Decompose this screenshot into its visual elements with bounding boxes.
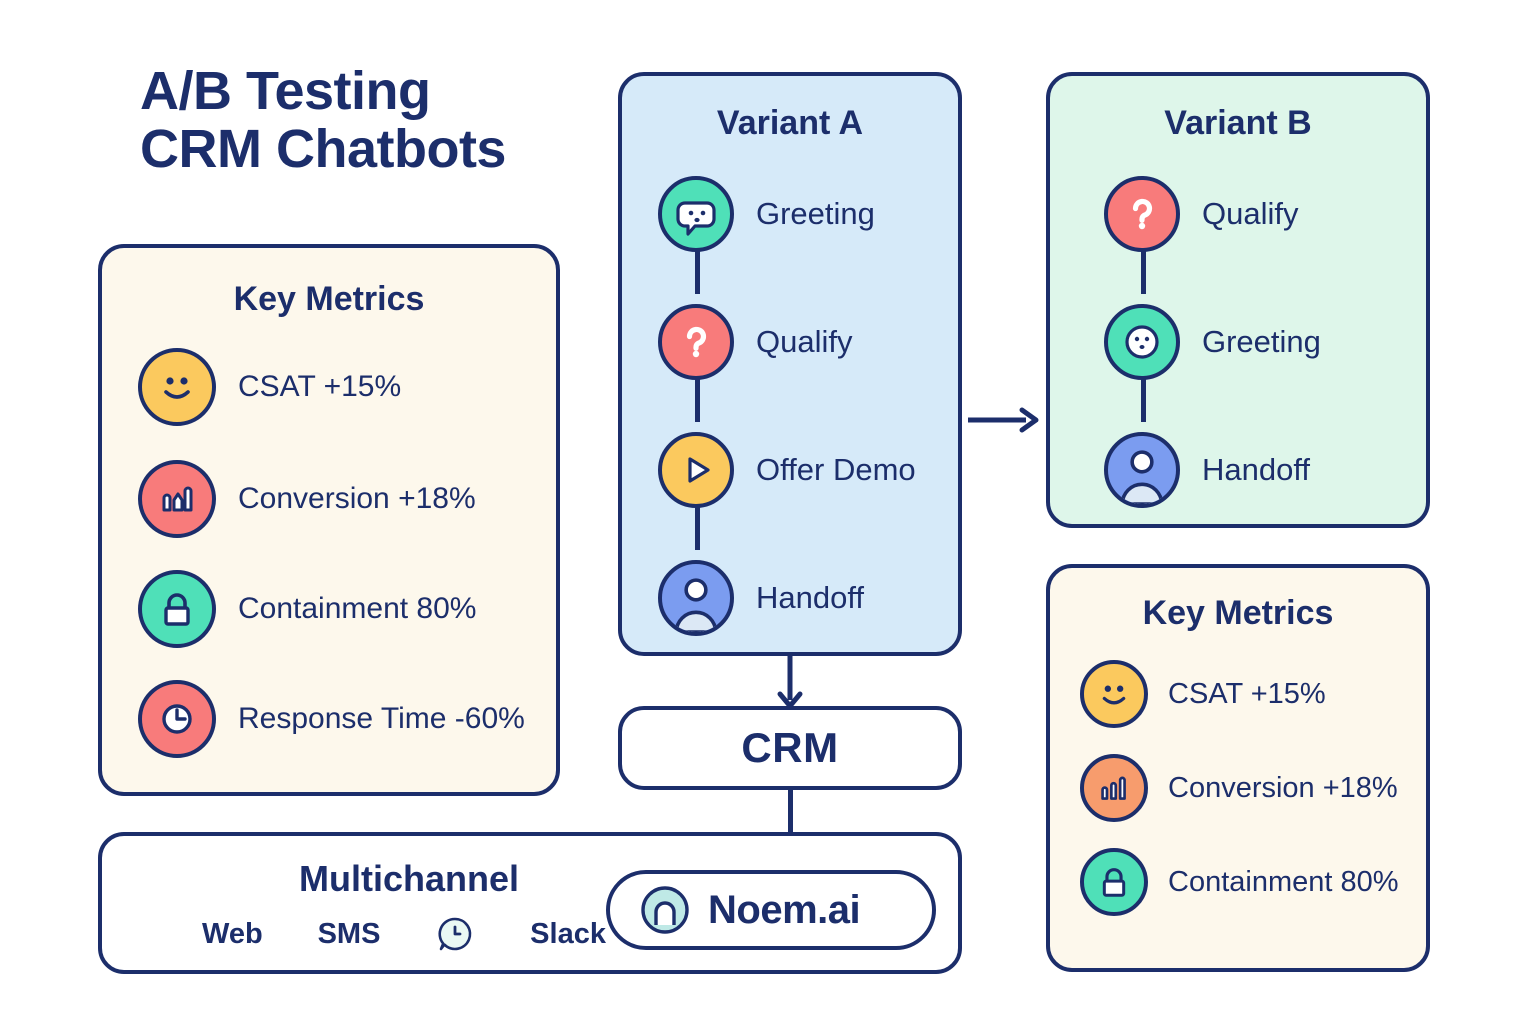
lock-icon xyxy=(138,570,216,648)
bar-chart-icon xyxy=(138,460,216,538)
lock-icon xyxy=(1080,848,1148,916)
smiley-icon xyxy=(1080,660,1148,728)
metric-label: Response Time -60% xyxy=(238,702,525,736)
channel-list: Web SMS Slack xyxy=(154,914,654,954)
noem-brand-badge[interactable]: Noem.ai xyxy=(606,870,936,950)
multichannel-title: Multichannel xyxy=(298,858,519,899)
connector-a-2 xyxy=(695,376,700,422)
variant-b-step-qualify[interactable]: Qualify xyxy=(1104,176,1298,252)
arrow-variant-a-to-variant-b xyxy=(968,407,1039,433)
channel-web[interactable]: Web xyxy=(202,917,263,950)
metric-row: Response Time -60% xyxy=(138,680,558,758)
connector-a-3 xyxy=(695,504,700,550)
chat-face-icon xyxy=(658,176,734,252)
left-key-metrics-title: Key Metrics xyxy=(233,280,425,318)
page-title: A/B Testing CRM Chatbots xyxy=(140,62,600,179)
metric-row: Containment 80% xyxy=(1080,848,1430,916)
arrow-variant-a-to-crm xyxy=(777,656,803,709)
metric-row: CSAT +15% xyxy=(138,348,538,426)
variant-b-title: Variant B xyxy=(1164,104,1312,142)
variant-a-step-qualify[interactable]: Qualify xyxy=(658,304,852,380)
connector-b-2 xyxy=(1141,376,1146,422)
bar-chart-icon xyxy=(1080,754,1148,822)
variant-a-step-label: Offer Demo xyxy=(756,452,916,488)
person-icon xyxy=(1104,432,1180,508)
variant-a-step-label: Handoff xyxy=(756,580,865,616)
variant-a-title: Variant A xyxy=(716,104,864,142)
channel-slack[interactable]: Slack xyxy=(530,917,606,950)
connector-crm-to-multichannel xyxy=(788,790,793,834)
metric-row: Containment 80% xyxy=(138,570,538,648)
crm-box[interactable]: CRM xyxy=(618,706,962,790)
metric-label: CSAT +15% xyxy=(238,370,402,404)
variant-b-panel: Variant B Qualify Gr xyxy=(1046,72,1430,528)
variant-b-step-label: Handoff xyxy=(1202,452,1311,488)
whatsapp-icon[interactable] xyxy=(435,914,475,954)
chat-face-icon xyxy=(1104,304,1180,380)
clock-icon xyxy=(138,680,216,758)
page-title-line1: A/B Testing xyxy=(140,61,431,121)
variant-a-step-greeting[interactable]: Greeting xyxy=(658,176,875,252)
metric-label: CSAT +15% xyxy=(1168,677,1326,710)
play-icon xyxy=(658,432,734,508)
connector-b-1 xyxy=(1141,248,1146,294)
person-icon xyxy=(658,560,734,636)
variant-b-step-handoff[interactable]: Handoff xyxy=(1104,432,1310,508)
question-mark-icon xyxy=(658,304,734,380)
page-title-line2: CRM Chatbots xyxy=(140,119,506,180)
left-key-metrics-panel: Key Metrics CSAT +15% Convers xyxy=(98,244,560,796)
variant-b-step-label: Greeting xyxy=(1202,324,1321,360)
metric-row: CSAT +15% xyxy=(1080,660,1420,728)
right-key-metrics-title: Key Metrics xyxy=(1142,594,1334,632)
metric-label: Conversion +18% xyxy=(1168,771,1398,804)
crm-label: CRM xyxy=(741,724,839,771)
channel-sms[interactable]: SMS xyxy=(317,917,381,950)
metric-row: Conversion +18% xyxy=(1080,754,1420,822)
metric-label: Conversion +18% xyxy=(238,482,476,516)
question-mark-icon xyxy=(1104,176,1180,252)
noem-logo-icon xyxy=(636,881,694,939)
variant-a-step-offer-demo[interactable]: Offer Demo xyxy=(658,432,946,508)
connector-a-1 xyxy=(695,248,700,294)
variant-b-step-greeting[interactable]: Greeting xyxy=(1104,304,1321,380)
variant-a-step-label: Qualify xyxy=(756,324,853,360)
metric-label: Containment 80% xyxy=(1168,865,1399,898)
multichannel-panel: Multichannel Web SMS Slack Noem.ai xyxy=(98,832,962,974)
variant-a-step-handoff[interactable]: Handoff xyxy=(658,560,864,636)
variant-a-panel: Variant A Greeting xyxy=(618,72,962,656)
variant-a-step-label: Greeting xyxy=(756,196,875,232)
smiley-icon xyxy=(138,348,216,426)
noem-label: Noem.ai xyxy=(708,887,861,932)
metric-row: Conversion +18% xyxy=(138,460,558,538)
metric-label: Containment 80% xyxy=(238,592,477,626)
variant-b-step-label: Qualify xyxy=(1202,196,1299,232)
right-key-metrics-panel: Key Metrics CSAT +15% Conversi xyxy=(1046,564,1430,972)
